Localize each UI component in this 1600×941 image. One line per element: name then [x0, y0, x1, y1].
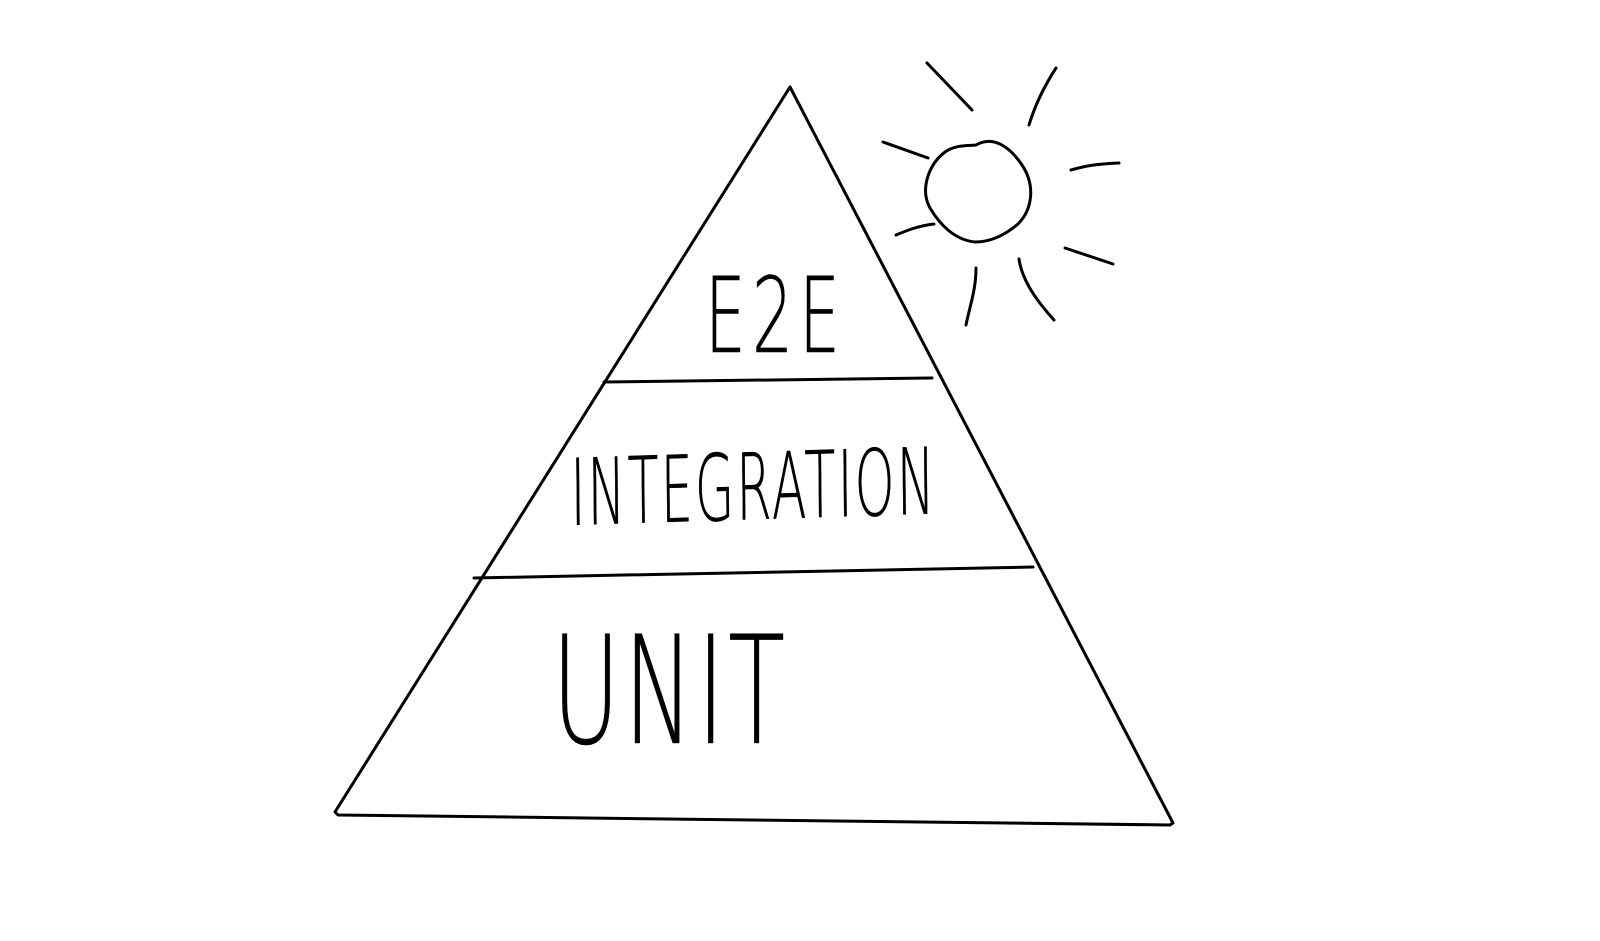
- layer-label-e2e: E2E: [705, 255, 847, 378]
- layer-label-integration: INTEGRATION: [570, 428, 938, 547]
- layer-label-unit: UNIT: [552, 605, 789, 780]
- sun-icon: [881, 61, 1121, 327]
- divider-e2e-integration: [602, 376, 934, 384]
- pyramid-outline: [333, 85, 1175, 827]
- divider-integration-unit: [472, 565, 1035, 580]
